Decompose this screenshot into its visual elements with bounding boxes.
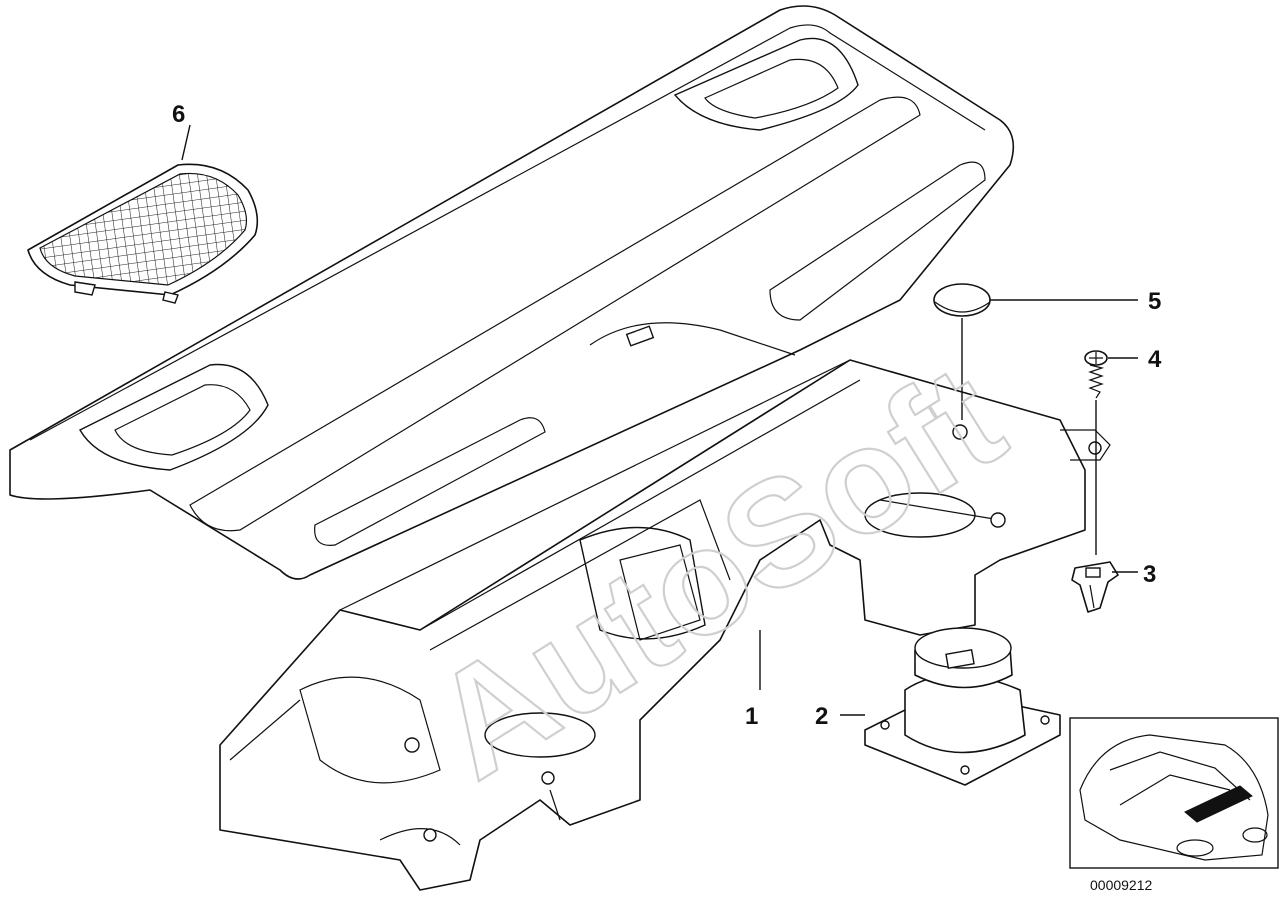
callout-3: 3 bbox=[1143, 561, 1156, 588]
callout-5: 5 bbox=[1148, 288, 1161, 315]
leader-lines bbox=[181, 124, 1138, 716]
speaker-housing bbox=[219, 359, 1111, 891]
speaker-mount bbox=[864, 627, 1061, 786]
callout-1: 1 bbox=[745, 703, 758, 730]
screw bbox=[1084, 350, 1108, 399]
parcel-shelf bbox=[9, 5, 1015, 580]
callout-6: 6 bbox=[172, 101, 185, 128]
reference-code: 00009212 bbox=[1090, 877, 1153, 893]
speaker-grille bbox=[27, 163, 259, 304]
vehicle-locator-inset bbox=[1069, 717, 1279, 869]
callout-2: 2 bbox=[815, 703, 828, 730]
clip-nut bbox=[1071, 561, 1119, 613]
cap-plug bbox=[933, 283, 991, 317]
callout-4: 4 bbox=[1148, 346, 1162, 373]
